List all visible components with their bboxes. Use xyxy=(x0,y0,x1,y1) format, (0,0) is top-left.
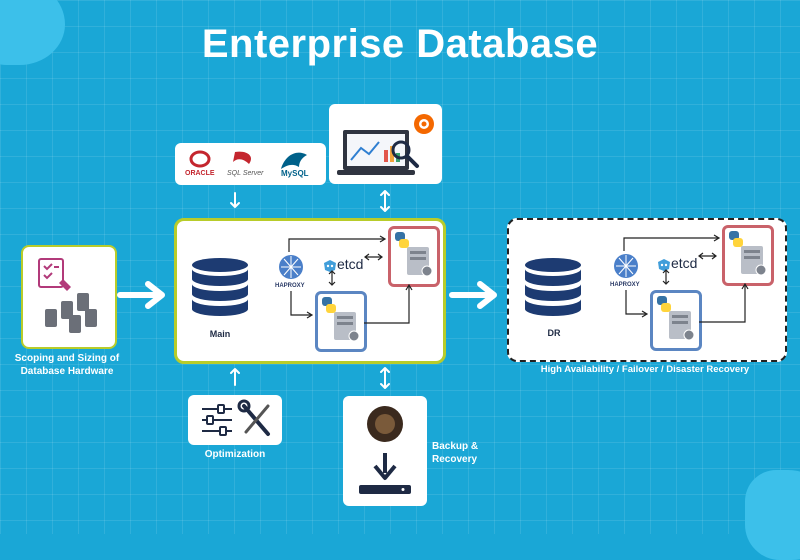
wrench-screwdriver-icon xyxy=(237,399,270,436)
backup-photo-icon xyxy=(367,406,403,442)
arrow-right-icon xyxy=(449,281,497,309)
mysql-dolphin-icon xyxy=(281,152,307,169)
download-arrow-icon xyxy=(359,453,411,494)
dr-cluster-box[interactable]: DR HAPROXY etcd xyxy=(507,218,787,362)
oracle-logo-icon xyxy=(189,150,211,168)
python-icon xyxy=(729,231,743,247)
sliders-icon xyxy=(202,404,232,436)
backup-caption-line1: Backup & xyxy=(432,441,479,452)
main-etcd-label: etcd xyxy=(337,256,364,272)
main-cluster-box[interactable]: Main HAPROXY etcd xyxy=(174,218,446,364)
primary-node-frame xyxy=(722,225,774,286)
python-icon xyxy=(322,297,336,313)
main-haproxy-label: HAPROXY xyxy=(275,283,305,289)
backup-card[interactable] xyxy=(343,396,427,506)
haproxy-icon xyxy=(279,255,303,279)
main-db-label: Main xyxy=(209,329,231,339)
sqlserver-logo-icon xyxy=(233,151,252,164)
grafana-logo-icon xyxy=(414,114,434,134)
page-title: Enterprise Database xyxy=(201,22,599,66)
checklist-servers-icon xyxy=(38,258,97,333)
server-icon xyxy=(669,311,695,341)
optimization-caption: Optimization xyxy=(204,449,266,460)
python-icon xyxy=(395,232,409,248)
replica-node-frame xyxy=(315,291,367,352)
dr-haproxy-label: HAPROXY xyxy=(610,282,640,288)
etcd-icon xyxy=(324,260,336,272)
server-icon xyxy=(741,246,767,276)
oracle-logo-text: ORACLE xyxy=(185,170,215,177)
primary-node-frame xyxy=(388,226,440,287)
monitoring-card[interactable] xyxy=(329,104,442,184)
optimization-card[interactable] xyxy=(188,395,282,445)
sqlserver-logo-text: SQL Server xyxy=(227,170,264,177)
db-logos-card: ORACLE SQL Server MySQL xyxy=(175,143,326,185)
backup-caption-line2: Recovery xyxy=(432,454,478,465)
main-flow-lines xyxy=(288,235,413,324)
python-icon xyxy=(657,296,671,312)
corner-blob-bottom-right xyxy=(745,470,800,560)
haproxy-icon xyxy=(614,254,638,278)
arrow-right-icon xyxy=(117,281,165,309)
dr-etcd-label: etcd xyxy=(671,255,698,271)
server-icon xyxy=(407,247,433,277)
dr-db-label: DR xyxy=(547,328,561,338)
database-cylinder-icon xyxy=(525,258,581,316)
dr-flow-lines xyxy=(623,234,749,323)
etcd-icon xyxy=(658,259,670,271)
scoping-caption: Scoping and Sizing of Database Hardware xyxy=(14,353,120,377)
scoping-card[interactable] xyxy=(21,245,117,349)
mysql-logo-text: MySQL xyxy=(281,169,309,178)
monitoring-laptop-icon xyxy=(337,130,419,175)
server-icon xyxy=(334,312,360,342)
replica-node-frame xyxy=(650,290,702,351)
dr-caption: High Availability / Failover / Disaster … xyxy=(540,364,750,375)
database-cylinder-icon xyxy=(192,258,248,316)
